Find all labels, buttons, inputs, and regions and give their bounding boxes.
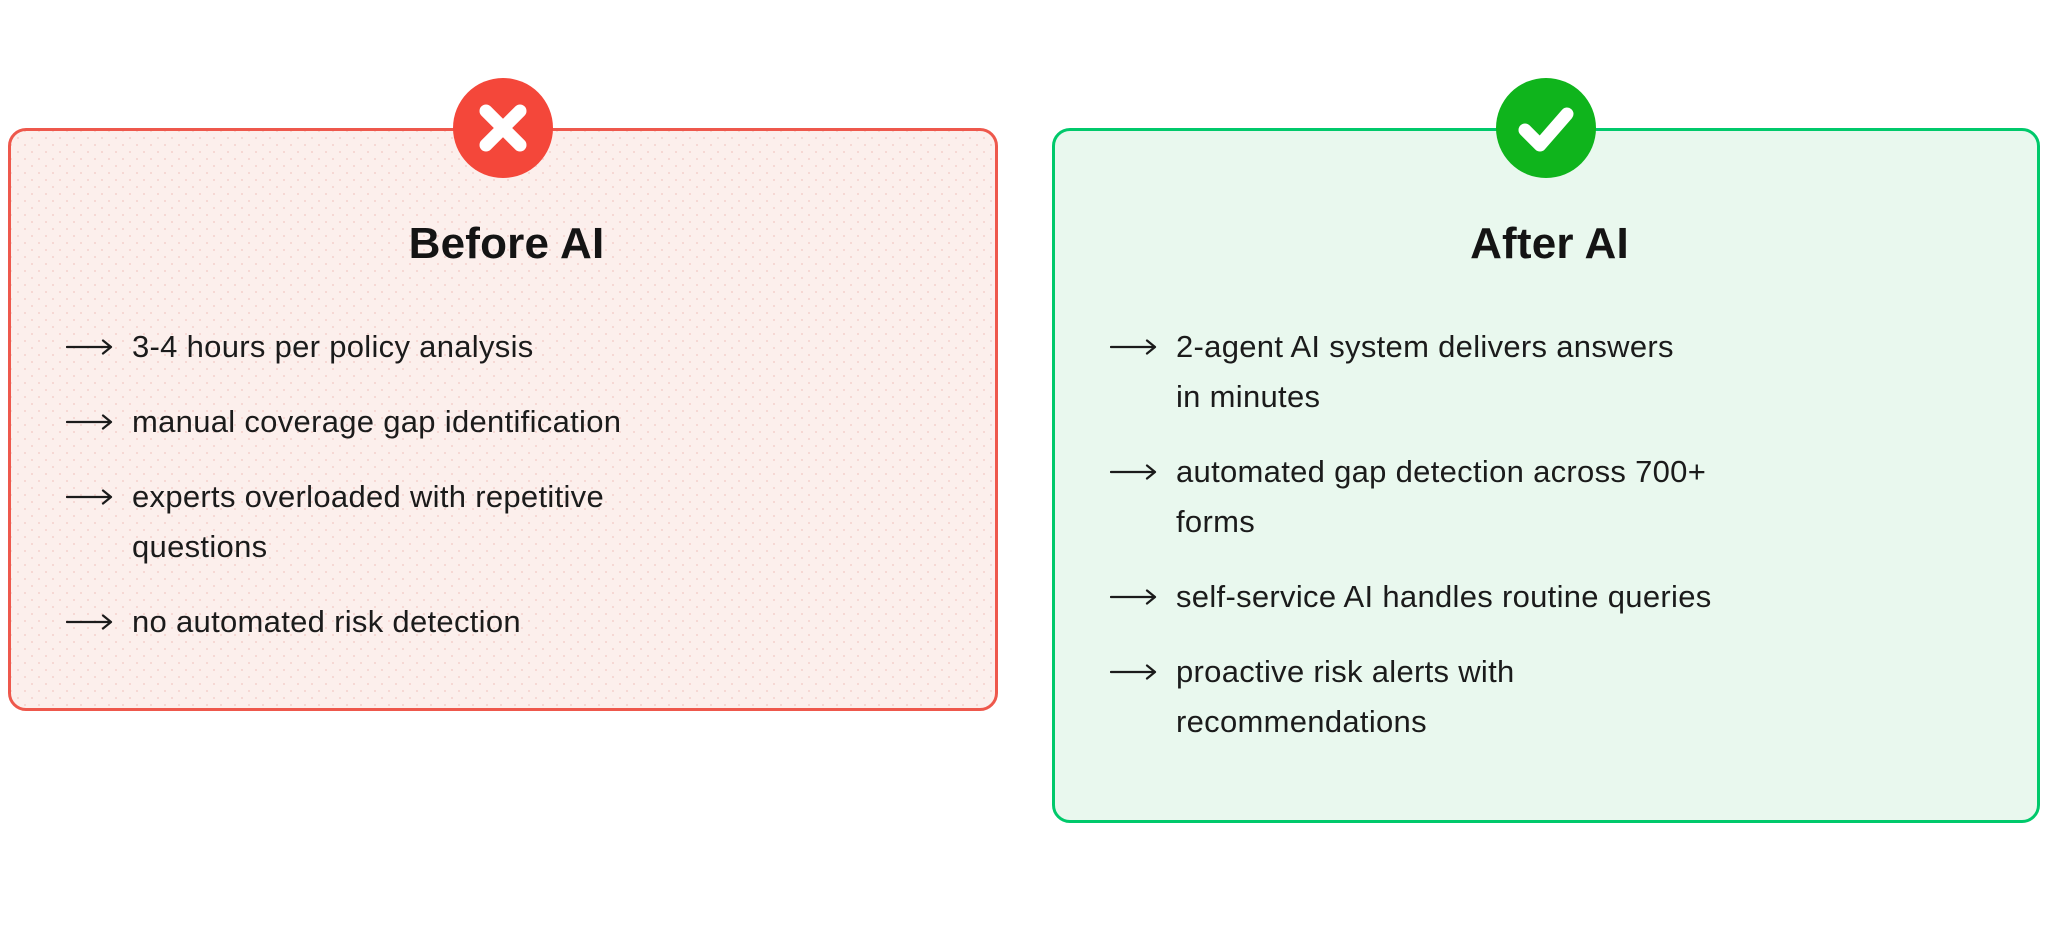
list-item: 3-4 hours per policy analysis bbox=[66, 322, 947, 372]
after-ai-card: After AI 2-agent AI system delivers answ… bbox=[1052, 78, 2040, 823]
arrow-icon bbox=[66, 322, 114, 372]
list-item: manual coverage gap identification bbox=[66, 397, 947, 447]
x-icon bbox=[453, 78, 553, 178]
arrow-icon bbox=[66, 472, 114, 522]
arrow-icon bbox=[66, 597, 114, 647]
arrow-icon bbox=[66, 397, 114, 447]
list-item: no automated risk detection bbox=[66, 597, 947, 647]
before-ai-card: Before AI 3-4 hours per policy analysis … bbox=[8, 78, 998, 711]
arrow-icon bbox=[1110, 322, 1158, 372]
list-item: 2-agent AI system delivers answers in mi… bbox=[1110, 322, 1989, 422]
list-item: automated gap detection across 700+ form… bbox=[1110, 447, 1989, 547]
list-item-text: no automated risk detection bbox=[132, 604, 521, 639]
list-item-text: experts overloaded with repetitive quest… bbox=[132, 479, 605, 564]
list-item-text: 3-4 hours per policy analysis bbox=[132, 329, 534, 364]
arrow-icon bbox=[1110, 447, 1158, 497]
arrow-icon bbox=[1110, 572, 1158, 622]
list-item: proactive risk alerts with recommendatio… bbox=[1110, 647, 1989, 747]
before-list: 3-4 hours per policy analysis manual cov… bbox=[66, 322, 947, 647]
list-item-text: 2-agent AI system delivers answers in mi… bbox=[1176, 329, 1674, 414]
arrow-icon bbox=[1110, 647, 1158, 697]
before-card-title: Before AI bbox=[408, 219, 605, 268]
list-item-text: self-service AI handles routine queries bbox=[1176, 579, 1712, 614]
after-list: 2-agent AI system delivers answers in mi… bbox=[1110, 322, 1989, 747]
after-card-title: After AI bbox=[1470, 219, 1629, 268]
list-item: self-service AI handles routine queries bbox=[1110, 572, 1989, 622]
list-item: experts overloaded with repetitive quest… bbox=[66, 472, 947, 572]
check-icon bbox=[1496, 78, 1596, 178]
list-item-text: automated gap detection across 700+ form… bbox=[1176, 454, 1707, 539]
list-item-text: manual coverage gap identification bbox=[132, 404, 622, 439]
list-item-text: proactive risk alerts with recommendatio… bbox=[1176, 654, 1515, 739]
